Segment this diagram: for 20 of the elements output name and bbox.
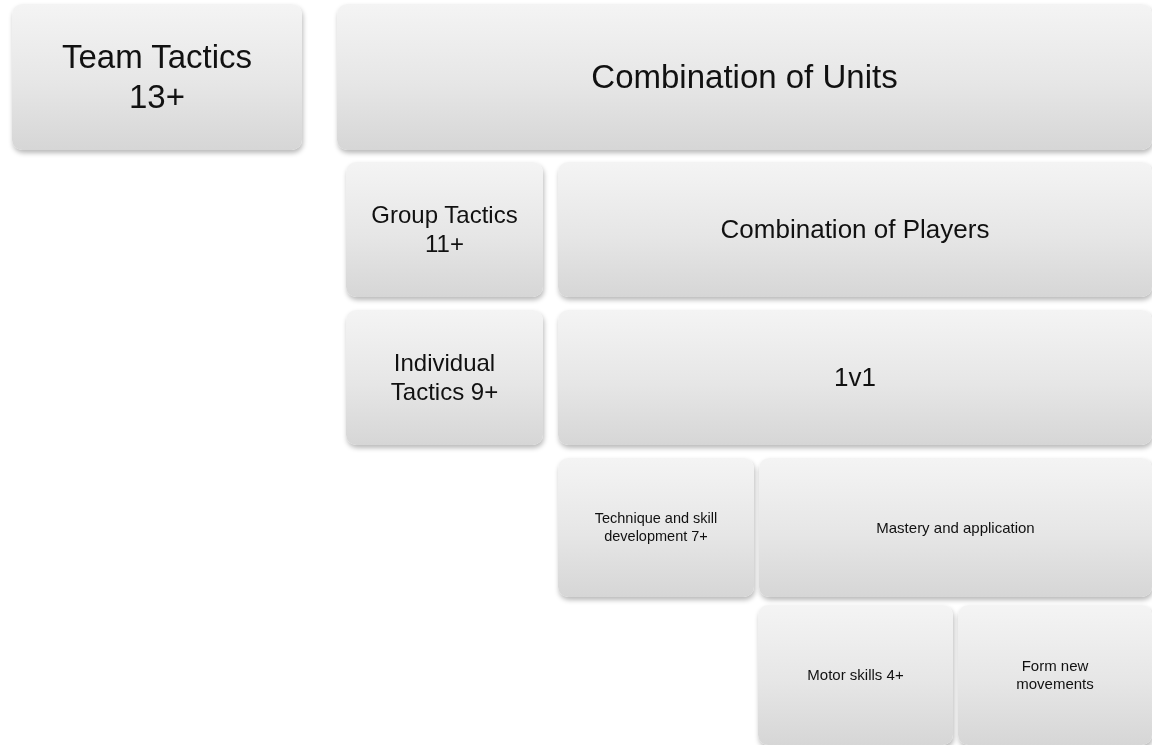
tier-label: Combination of Players [720, 213, 990, 246]
tier-label: Technique and skill development 7+ [593, 510, 719, 545]
tier-label: Mastery and application [876, 518, 1035, 537]
tier-box [958, 605, 1152, 745]
tier-label: Motor skills 4+ [807, 666, 904, 684]
tier-box [758, 605, 953, 745]
tier-box [337, 4, 1152, 150]
tier-box [12, 4, 302, 150]
tier-label: Combination of Units [591, 57, 898, 97]
tier-box [558, 458, 754, 597]
tier-box [759, 458, 1152, 597]
tier-label: Form new movements [1015, 657, 1095, 693]
tier-label: 1v1 [834, 361, 876, 394]
tier-label: Team Tactics 13+ [60, 37, 254, 117]
tier-label: Individual Tactics 9+ [389, 348, 500, 407]
tier-box [346, 310, 543, 445]
tier-box [346, 162, 543, 297]
tier-box [558, 162, 1152, 297]
tier-box [558, 310, 1152, 445]
tier-label: Group Tactics 11+ [370, 200, 519, 259]
